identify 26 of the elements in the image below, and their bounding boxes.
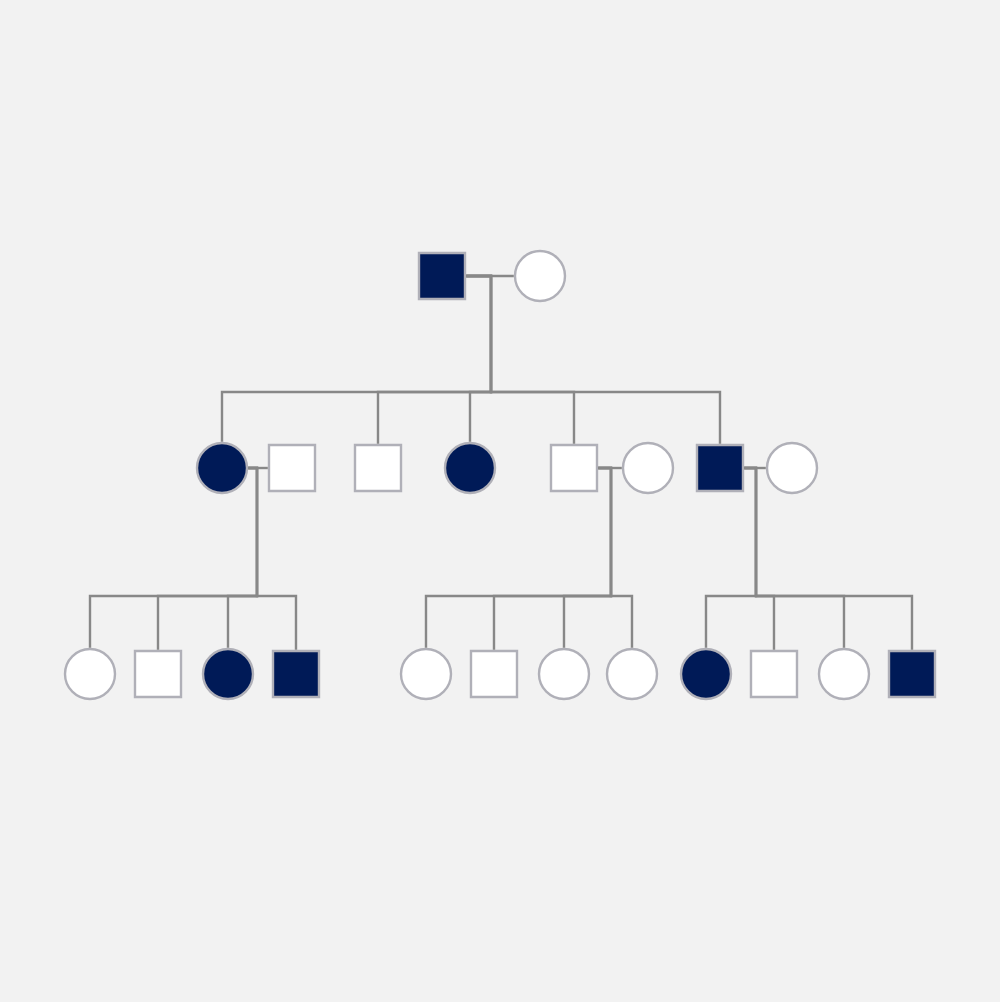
circle-symbol [605, 647, 659, 701]
circle-symbol [679, 647, 733, 701]
circle-symbol [63, 647, 117, 701]
descent-line [744, 466, 914, 650]
circle-symbol [399, 647, 453, 701]
circle-symbol [537, 647, 591, 701]
circle-symbol [443, 441, 497, 495]
square-symbol [695, 443, 745, 493]
square-symbol [549, 443, 599, 493]
circle-symbol [621, 441, 675, 495]
circle-symbol [201, 647, 255, 701]
square-symbol [353, 443, 403, 493]
descent-line [248, 466, 298, 650]
circle-symbol [817, 647, 871, 701]
descent-line [598, 466, 634, 648]
circle-symbol [513, 249, 567, 303]
square-symbol [469, 649, 519, 699]
square-symbol [417, 251, 467, 301]
square-symbol [133, 649, 183, 699]
circle-symbol [195, 441, 249, 495]
square-symbol [271, 649, 321, 699]
square-symbol [267, 443, 317, 493]
square-symbol [749, 649, 799, 699]
circle-symbol [765, 441, 819, 495]
square-symbol [887, 649, 937, 699]
descent-line [466, 274, 722, 444]
